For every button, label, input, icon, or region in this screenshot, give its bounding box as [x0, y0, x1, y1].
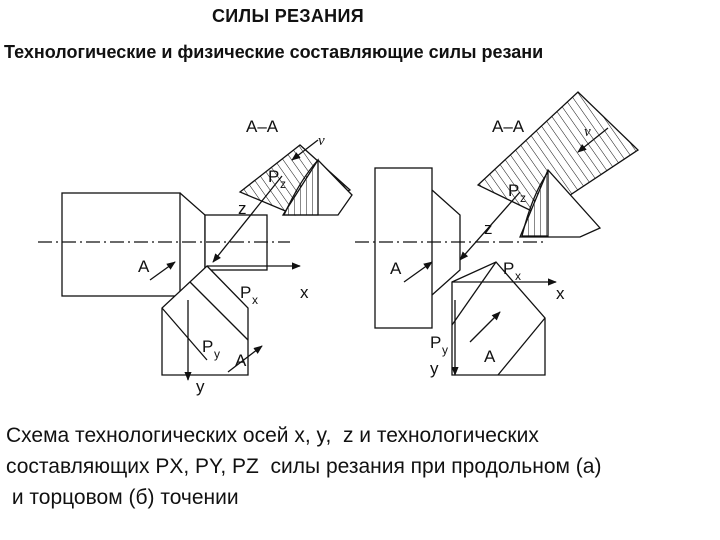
- page-subtitle: Технологические и физические составляющи…: [4, 42, 544, 62]
- right-workpiece: [374, 167, 433, 329]
- right-a-top-label: А: [390, 259, 402, 278]
- right-section-stress: [521, 169, 549, 237]
- right-py-label: P: [430, 333, 441, 352]
- left-tool-body: [161, 265, 249, 376]
- right-a-top-arrow: [403, 261, 433, 283]
- right-v-label: v: [584, 124, 591, 140]
- left-v-arrow: [291, 139, 319, 161]
- right-tool-edge2: [497, 317, 546, 376]
- left-py-label: P: [202, 337, 213, 356]
- left-v-label: v: [318, 133, 325, 149]
- left-tool-edge2: [189, 281, 249, 341]
- right-px-sub: x: [515, 269, 521, 283]
- right-pz-sub: z: [520, 191, 526, 205]
- right-scheme: [355, 91, 640, 376]
- left-a-top-arrow: [149, 261, 176, 281]
- figure-caption: Схема технологических осей x, y, z и тех…: [6, 420, 706, 513]
- caption-line-3: и торцовом (б) точении: [6, 486, 239, 509]
- left-workpiece: [61, 192, 181, 297]
- left-a-top-label: А: [138, 257, 150, 276]
- right-tool-edge: [451, 261, 497, 326]
- left-px-sub: x: [252, 293, 258, 307]
- right-a-bottom-label: А: [484, 347, 496, 366]
- right-z-label: z: [484, 219, 493, 238]
- left-y-label: y: [196, 377, 205, 396]
- left-pz-arrow: [212, 175, 283, 263]
- page-title: СИЛЫ РЕЗАНИЯ: [212, 6, 364, 26]
- left-section-stress: [282, 158, 319, 216]
- left-z-label: z: [238, 199, 247, 218]
- left-pz-sub: z: [280, 177, 286, 191]
- left-section-label: А–А: [246, 117, 279, 136]
- left-tool-edge: [161, 307, 208, 361]
- right-section-chip: [476, 91, 640, 216]
- left-px-label: P: [240, 283, 251, 302]
- caption-line-1: Схема технологических осей x, y, z и тех…: [6, 424, 539, 447]
- left-a-bottom-arrow: [227, 345, 263, 373]
- caption-line-2: составляющих PX, PY, PZ силы резания при…: [6, 455, 602, 478]
- right-v-arrow: [577, 127, 609, 153]
- right-section-label: А–А: [492, 117, 525, 136]
- right-pz-label: P: [508, 181, 519, 200]
- right-pz-arrow: [459, 191, 521, 261]
- right-a-bottom-arrow: [469, 311, 501, 343]
- right-py-sub: y: [442, 343, 448, 357]
- right-labels: А–А v P z z А P x x P y y А: [390, 117, 591, 378]
- left-x-label: x: [300, 283, 309, 302]
- right-x-label: x: [556, 284, 565, 303]
- right-y-label: y: [430, 359, 439, 378]
- left-py-sub: y: [214, 347, 220, 361]
- left-labels: А–А v P z z А P x x P y y А: [138, 117, 325, 396]
- right-tool-body: [451, 261, 546, 376]
- left-pz-label: P: [268, 167, 279, 186]
- left-a-bottom-label: А: [235, 351, 247, 370]
- left-scheme: [38, 139, 353, 381]
- right-px-label: P: [503, 259, 514, 278]
